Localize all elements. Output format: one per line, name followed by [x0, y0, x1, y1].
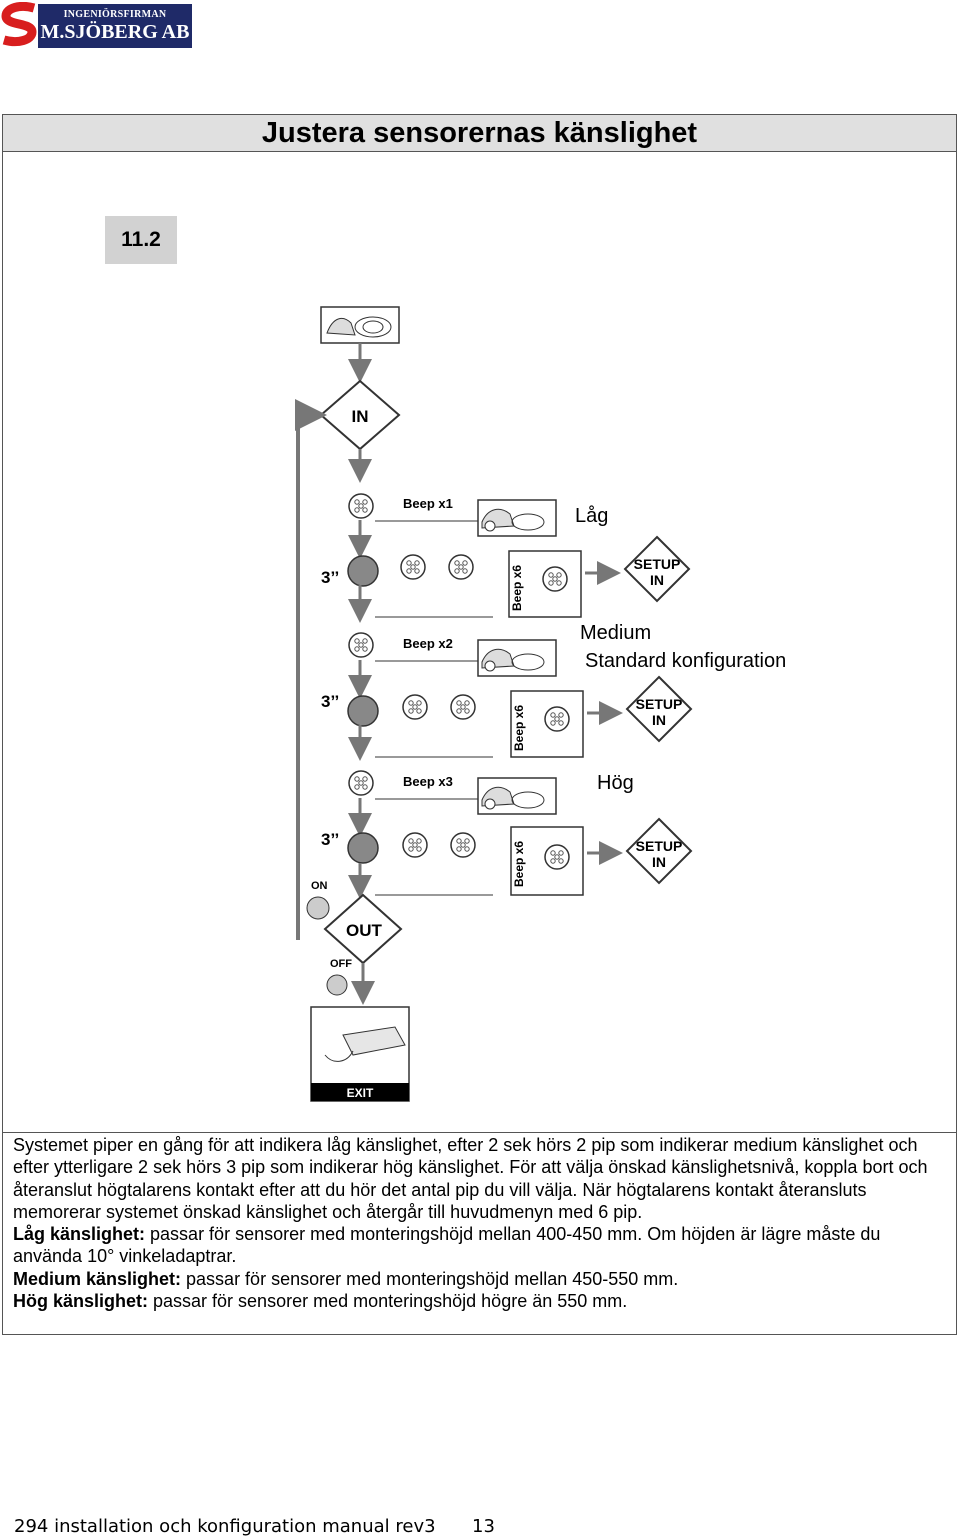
description-text: Systemet piper en gång för att indikera …	[13, 1134, 943, 1312]
on-label: ON	[311, 880, 328, 892]
out-diamond: OUT	[323, 893, 403, 965]
company-logo: INGENIÖRSFIRMAN M.SJÖBERG AB	[0, 2, 192, 48]
s-logo-mark	[0, 2, 40, 48]
svg-text:3’’: 3’’	[321, 830, 339, 849]
logo-line-1: INGENIÖRSFIRMAN	[63, 9, 167, 20]
level-medium-sublabel: Standard konfiguration	[585, 650, 786, 672]
plug-disconnected-icon	[326, 974, 348, 996]
page-footer: 294 installation och konfiguration manua…	[14, 1516, 495, 1537]
timer-icon	[347, 555, 379, 587]
high-sensitivity-desc: passar för sensorer med monteringshöjd h…	[148, 1291, 628, 1312]
svg-text:SETUP: SETUP	[634, 556, 681, 572]
svg-text:IN: IN	[352, 407, 369, 426]
svg-text:3’’: 3’’	[321, 568, 339, 587]
svg-text:Beep x2: Beep x2	[403, 636, 453, 651]
description-paragraph: Systemet piper en gång för att indikera …	[13, 1135, 928, 1222]
svg-text:Beep x6: Beep x6	[510, 565, 524, 611]
svg-text:SETUP: SETUP	[636, 696, 683, 712]
timer-icon	[347, 832, 379, 864]
svg-text:Beep x6: Beep x6	[512, 705, 526, 751]
car-top-icon	[320, 306, 400, 344]
manual-name: 294 installation och konfiguration manua…	[14, 1516, 436, 1537]
content-frame: Justera sensorernas känslighet 11.2	[2, 114, 957, 1335]
low-sensitivity-term: Låg känslighet:	[13, 1224, 146, 1245]
logo-line-2: M.SJÖBERG AB	[40, 21, 190, 43]
high-sensitivity-line: Hög känslighet: passar för sensorer med …	[13, 1290, 943, 1312]
title-bar: Justera sensorernas känslighet	[3, 115, 956, 152]
level-low-block: Beep x1 3’’ Beep x6 SETUP IN Låg	[321, 493, 690, 623]
level-medium-block: Beep x2 3’’ Beep x6 SETUP IN Medium Stan…	[321, 622, 786, 761]
svg-text:IN: IN	[652, 854, 666, 870]
high-sensitivity-term: Hög känslighet:	[13, 1291, 149, 1312]
level-high-label: Hög	[597, 772, 634, 794]
sensitivity-flow-diagram: IN Beep x1 3’’ Beep x6 SETUP IN Låg	[295, 306, 786, 1102]
in-diamond: IN	[319, 379, 401, 451]
section-number: 11.2	[105, 216, 177, 264]
medium-sensitivity-term: Medium känslighet:	[13, 1268, 182, 1289]
svg-text:Beep x1: Beep x1	[403, 496, 453, 511]
svg-text:IN: IN	[652, 712, 666, 728]
page-number: 13	[472, 1516, 495, 1537]
exit-box: EXIT	[310, 1006, 410, 1102]
svg-text:EXIT: EXIT	[347, 1086, 374, 1100]
medium-sensitivity-line: Medium känslighet: passar för sensorer m…	[13, 1268, 943, 1290]
svg-text:SETUP: SETUP	[636, 838, 683, 854]
level-low-label: Låg	[575, 505, 608, 527]
level-high-block: Beep x3 3’’ Beep x6 SETUP IN Hög	[321, 770, 692, 899]
low-sensitivity-desc: passar för sensorer med monteringshöjd m…	[13, 1224, 881, 1267]
text-separator	[3, 1132, 956, 1133]
logo-box: INGENIÖRSFIRMAN M.SJÖBERG AB	[38, 4, 192, 48]
medium-sensitivity-desc: passar för sensorer med monteringshöjd m…	[181, 1268, 679, 1289]
svg-text:Beep x6: Beep x6	[512, 841, 526, 887]
svg-text:IN: IN	[650, 572, 664, 588]
plug-connected-icon	[306, 896, 330, 920]
low-sensitivity-line: Låg känslighet: passar för sensorer med …	[13, 1223, 943, 1268]
level-medium-label: Medium	[580, 622, 651, 644]
timer-icon	[347, 695, 379, 727]
svg-text:3’’: 3’’	[321, 692, 339, 711]
page-title: Justera sensorernas känslighet	[261, 117, 698, 149]
svg-text:OUT: OUT	[346, 921, 383, 940]
off-label: OFF	[330, 958, 352, 970]
svg-text:Beep x3: Beep x3	[403, 774, 453, 789]
